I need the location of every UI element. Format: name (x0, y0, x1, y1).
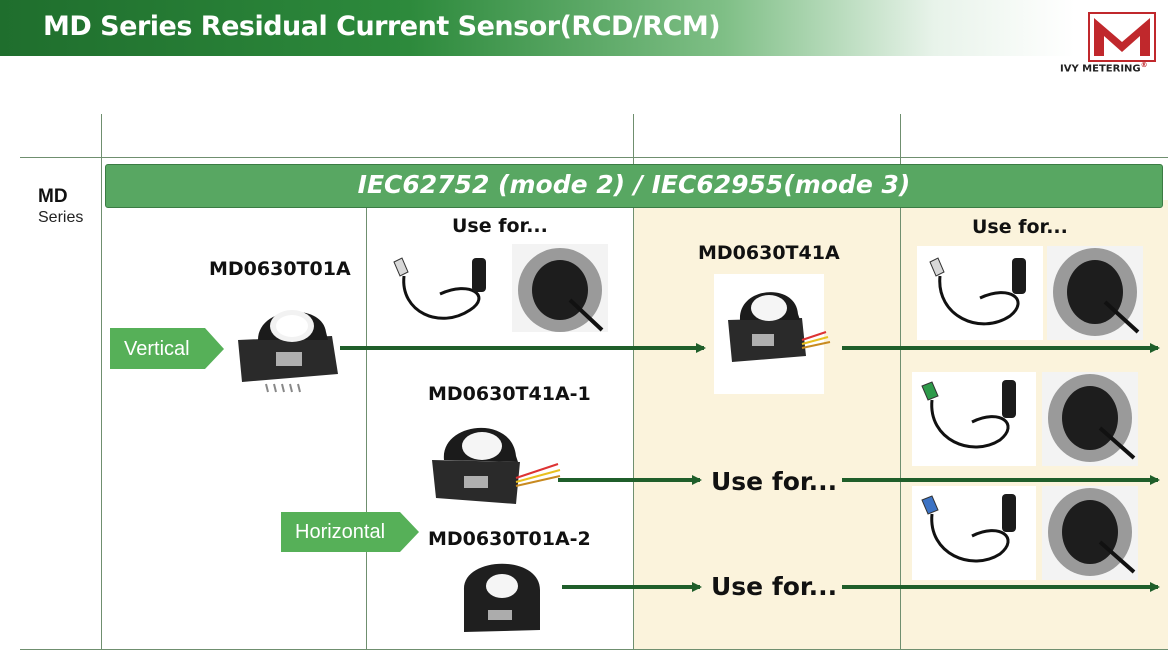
standards-bar: IEC62752 (mode 2) / IEC62955(mode 3) (105, 164, 1163, 208)
page-title: MD Series Residual Current Sensor(RCD/RC… (43, 11, 721, 42)
ev-photo-group-row4 (912, 486, 1138, 580)
sensor-md0630t41a-image (714, 274, 831, 394)
row-label-series: Series (38, 209, 84, 226)
row-label-md: MD (38, 186, 68, 207)
grid-line-col4 (900, 114, 901, 650)
use-for-label-mode2: Use for... (452, 215, 548, 237)
grid-line-col3 (633, 114, 634, 650)
grid-line-bottom (20, 649, 1168, 650)
use-for-label-row3: Use for... (711, 467, 838, 496)
ev-photo-group-row3 (912, 372, 1138, 466)
product-label-md0630t41a: MD0630T41A (698, 242, 840, 264)
sensor-md0630t41a-1-image (432, 427, 561, 504)
grid-line-col2 (366, 200, 367, 650)
ev-photo-group-row1-left (378, 244, 608, 332)
horizontal-tag-shape (281, 512, 419, 552)
registered-mark: ® (1140, 61, 1148, 69)
horizontal-tag-label: Horizontal (295, 521, 386, 543)
grid-line-col1 (101, 114, 102, 650)
sensor-md0630t01a-2-image (463, 563, 540, 632)
use-for-label-mode3: Use for... (972, 216, 1068, 238)
logo-brand-name: IVY METERING (1060, 63, 1141, 75)
ivy-metering-logo-icon (1088, 12, 1156, 62)
sensor-md0630t01a-image (238, 310, 338, 393)
ev-photo-group-row1-right (917, 246, 1143, 340)
use-for-label-row4: Use for... (711, 572, 838, 601)
vertical-tag-shape (110, 328, 224, 369)
grid-line-top (20, 157, 1168, 158)
vertical-tag-label: Vertical (124, 338, 190, 360)
product-label-md0630t01a: MD0630T01A (209, 258, 351, 280)
header-banner (0, 0, 1168, 56)
logo-brand-text: IVY METERING® (1060, 61, 1148, 74)
product-label-md0630t01a-2: MD0630T01A-2 (428, 528, 591, 550)
product-label-md0630t41a-1: MD0630T41A-1 (428, 383, 591, 405)
